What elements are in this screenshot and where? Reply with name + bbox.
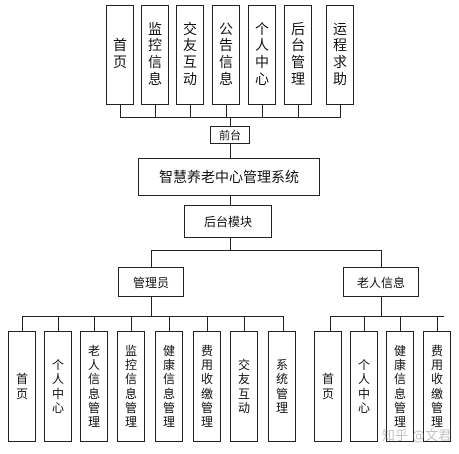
system-title-node: 智慧养老中心管理系统 xyxy=(138,158,320,196)
stub-admin-7 xyxy=(283,316,284,331)
top-module-assistance: 运程求助 xyxy=(326,5,354,105)
backend-node: 后台模块 xyxy=(184,205,272,238)
stub-admin-6 xyxy=(244,316,245,331)
stub-top-3 xyxy=(226,105,227,117)
admin-module-fees: 费用收缴管理 xyxy=(193,331,221,442)
stub-admin-1 xyxy=(58,316,59,331)
stub-top-4 xyxy=(262,105,263,117)
top-module-monitoring: 监控信息 xyxy=(141,5,169,105)
stub-admin-2 xyxy=(94,316,95,331)
connector-backend-down xyxy=(230,238,231,250)
top-module-home: 首页 xyxy=(106,5,134,105)
elder-module-personal-center: 个人中心 xyxy=(350,331,378,442)
elder-node: 老人信息 xyxy=(343,267,419,297)
stub-elder-2 xyxy=(400,316,401,331)
admin-module-personal-center: 个人中心 xyxy=(44,331,72,442)
admin-node: 管理员 xyxy=(118,267,184,297)
connector-title-to-backend xyxy=(230,196,231,205)
stub-elder-1 xyxy=(364,316,365,331)
admin-module-monitoring: 监控信息管理 xyxy=(117,331,145,442)
admin-module-system: 系统管理 xyxy=(268,331,296,442)
stub-admin-3 xyxy=(131,316,132,331)
connector-admin-bus xyxy=(22,316,284,317)
stub-top-1 xyxy=(155,105,156,117)
admin-module-health: 健康信息管理 xyxy=(155,331,183,442)
stub-elder-3 xyxy=(437,316,438,331)
connector-to-admin xyxy=(151,250,152,267)
watermark-text: 知乎 @文君 xyxy=(381,429,451,444)
connector-elder-bus xyxy=(330,316,444,317)
connector-top-to-front xyxy=(230,117,231,126)
stub-admin-5 xyxy=(207,316,208,331)
connector-elder-down xyxy=(381,297,382,316)
stub-top-0 xyxy=(120,105,121,117)
admin-module-elder-info: 老人信息管理 xyxy=(80,331,108,442)
admin-module-social: 交友互动 xyxy=(230,331,258,442)
front-node: 前台 xyxy=(210,126,250,144)
stub-top-2 xyxy=(190,105,191,117)
elder-module-home: 首页 xyxy=(314,331,342,442)
stub-admin-0 xyxy=(22,316,23,331)
stub-admin-4 xyxy=(169,316,170,331)
admin-module-home: 首页 xyxy=(8,331,36,442)
connector-role-bus xyxy=(151,250,381,251)
elder-module-health: 健康信息管理 xyxy=(386,331,414,442)
connector-admin-down xyxy=(151,297,152,316)
stub-top-5 xyxy=(298,105,299,117)
top-module-personal-center: 个人中心 xyxy=(248,5,276,105)
connector-front-to-title xyxy=(230,144,231,158)
elder-module-fees: 费用收缴管理 xyxy=(423,331,451,442)
top-module-notice: 公告信息 xyxy=(212,5,240,105)
stub-elder-0 xyxy=(330,316,331,331)
stub-top-6 xyxy=(340,105,341,117)
connector-to-elder xyxy=(381,250,382,267)
top-module-backend: 后台管理 xyxy=(284,5,312,105)
top-module-social: 交友互动 xyxy=(176,5,204,105)
